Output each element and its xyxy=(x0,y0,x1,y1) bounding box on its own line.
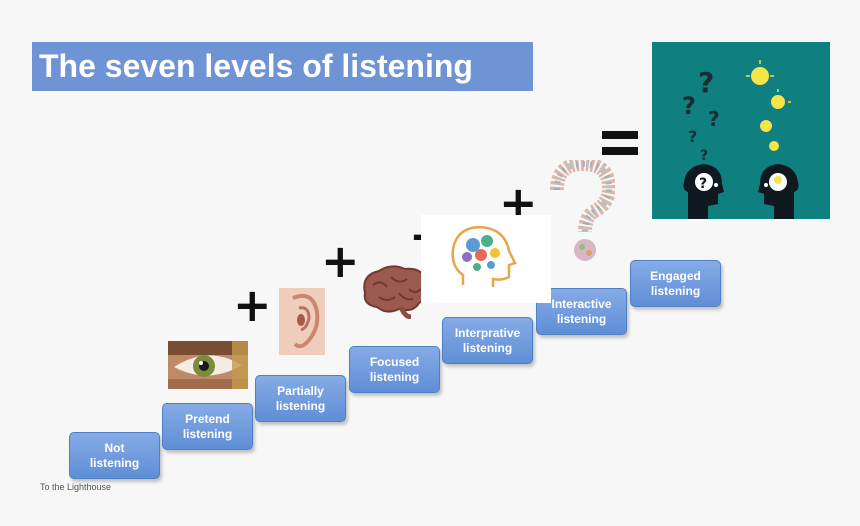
step-label: Focused listening xyxy=(369,354,420,384)
svg-text:?: ? xyxy=(700,148,708,164)
step-label: Not listening xyxy=(89,440,140,470)
question-mark-image xyxy=(550,160,615,261)
svg-text:?: ? xyxy=(688,127,697,146)
svg-text:?: ? xyxy=(708,107,720,131)
step-interactive-listening: Interactive listening xyxy=(536,288,627,335)
plus-sign: + xyxy=(499,176,538,230)
step-label: Engaged listening xyxy=(650,268,701,298)
eye-image xyxy=(168,341,248,389)
step-engaged-listening: Engaged listening xyxy=(630,260,721,307)
step-label: Partially listening xyxy=(275,383,326,413)
thinking-heads-image: ? ? ? ? ? ? xyxy=(652,42,830,219)
footer-credit: To the Lighthouse xyxy=(40,482,112,492)
svg-text:?: ? xyxy=(699,176,707,192)
plus-sign: + xyxy=(321,234,360,288)
head-gears-image xyxy=(421,215,551,303)
step-focused-listening: Focused listening xyxy=(349,346,440,393)
plus-sign: + xyxy=(233,278,272,332)
svg-text:?: ? xyxy=(698,66,714,99)
step-interprative-listening: Interprative listening xyxy=(442,317,533,364)
step-label: Pretend listening xyxy=(182,411,233,441)
step-label: Interprative listening xyxy=(454,325,521,355)
step-pretend-listening: Pretend listening xyxy=(162,403,253,450)
step-label: Interactive listening xyxy=(551,296,612,326)
ear-image xyxy=(279,288,325,355)
svg-text:?: ? xyxy=(682,92,696,120)
step-partially-listening: Partially listening xyxy=(255,375,346,422)
equals-sign xyxy=(602,131,638,155)
page-title: The seven levels of listening xyxy=(32,42,533,91)
step-not-listening: Not listening xyxy=(69,432,160,479)
